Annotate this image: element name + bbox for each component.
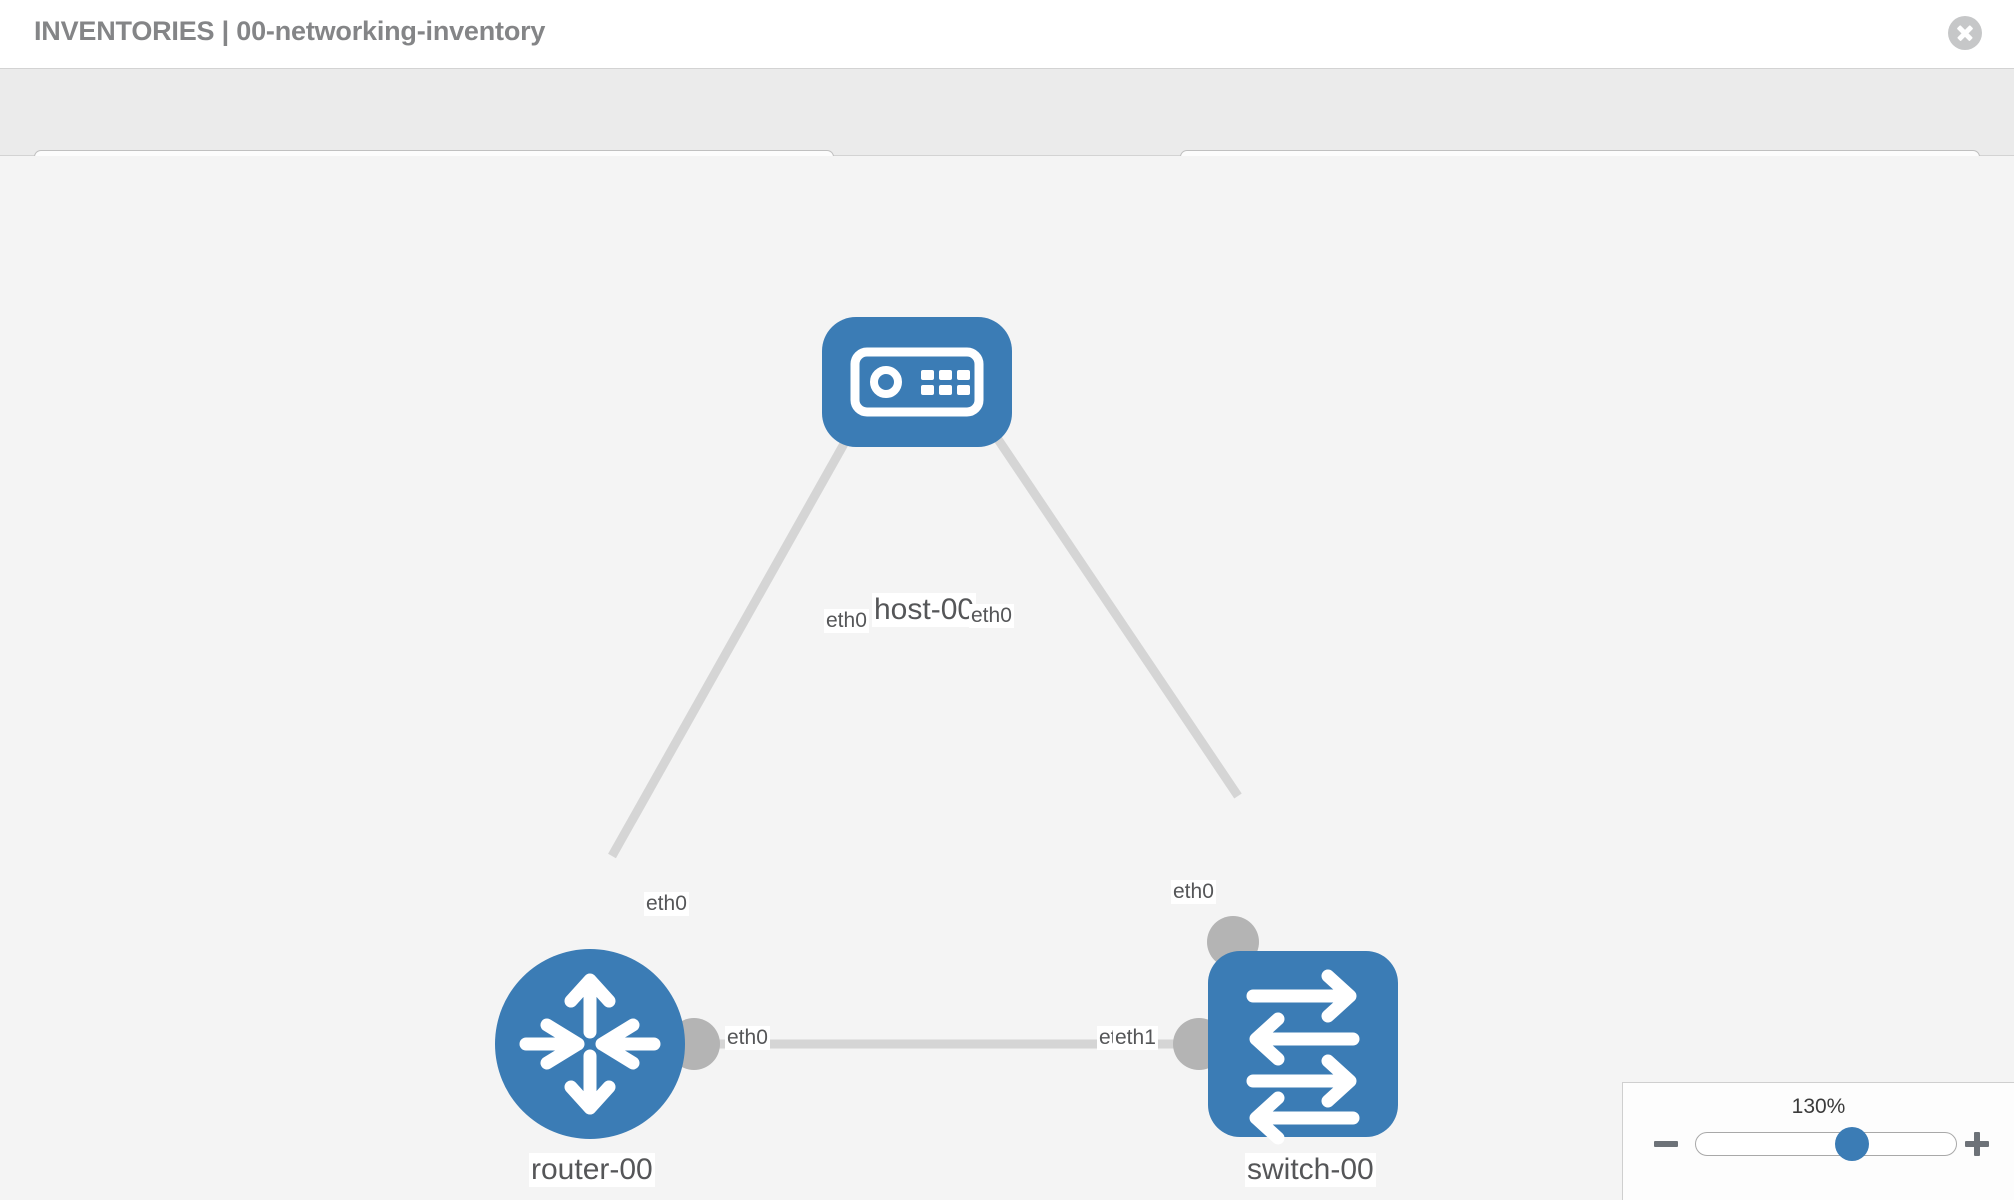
- node-label-router-00: router-00: [529, 1153, 655, 1187]
- node-router-00: [495, 949, 685, 1139]
- topology-links: [608, 368, 1242, 1049]
- link-host-switch: [948, 368, 1242, 799]
- interface-label-switch-eth1: eth1: [1113, 1026, 1158, 1051]
- zoom-control-panel: 130%: [1622, 1082, 2014, 1200]
- zoom-slider-thumb[interactable]: [1835, 1127, 1869, 1161]
- interface-label-router-uplink-eth0: eth0: [644, 892, 689, 917]
- interface-label-host-eth0-left: eth0: [824, 609, 869, 634]
- link-host-router: [608, 368, 889, 859]
- topology-graph: [495, 317, 1398, 1145]
- server-icon: [850, 347, 984, 417]
- topology-toolbar: ACTIONS SEARCH: [0, 68, 2014, 202]
- page-header: INVENTORIES | 00-networking-inventory: [0, 0, 2014, 68]
- node-switch-00: [1208, 951, 1398, 1145]
- router-icon: [519, 973, 661, 1115]
- switch-icon: [1246, 969, 1360, 1145]
- interface-label-router-eth0: eth0: [725, 1026, 770, 1051]
- node-host-00: [822, 317, 1012, 447]
- node-label-switch-00: switch-00: [1245, 1153, 1376, 1187]
- page-title: INVENTORIES | 00-networking-inventory: [34, 16, 546, 46]
- interface-label-host-eth0-right: eth0: [969, 604, 1014, 629]
- zoom-slider-track[interactable]: [1695, 1127, 1957, 1161]
- close-icon[interactable]: [1948, 16, 1982, 50]
- node-label-host-00: host-00: [872, 593, 977, 627]
- interface-label-switch-uplink-eth0: eth0: [1171, 880, 1216, 905]
- zoom-in-button[interactable]: [1962, 1129, 1992, 1159]
- zoom-out-button[interactable]: [1651, 1129, 1681, 1159]
- zoom-percent-label: 130%: [1791, 1095, 1846, 1118]
- topology-canvas[interactable]: host-00 eth0 eth0 eth0 eth0 router-00 sw…: [0, 156, 2014, 1200]
